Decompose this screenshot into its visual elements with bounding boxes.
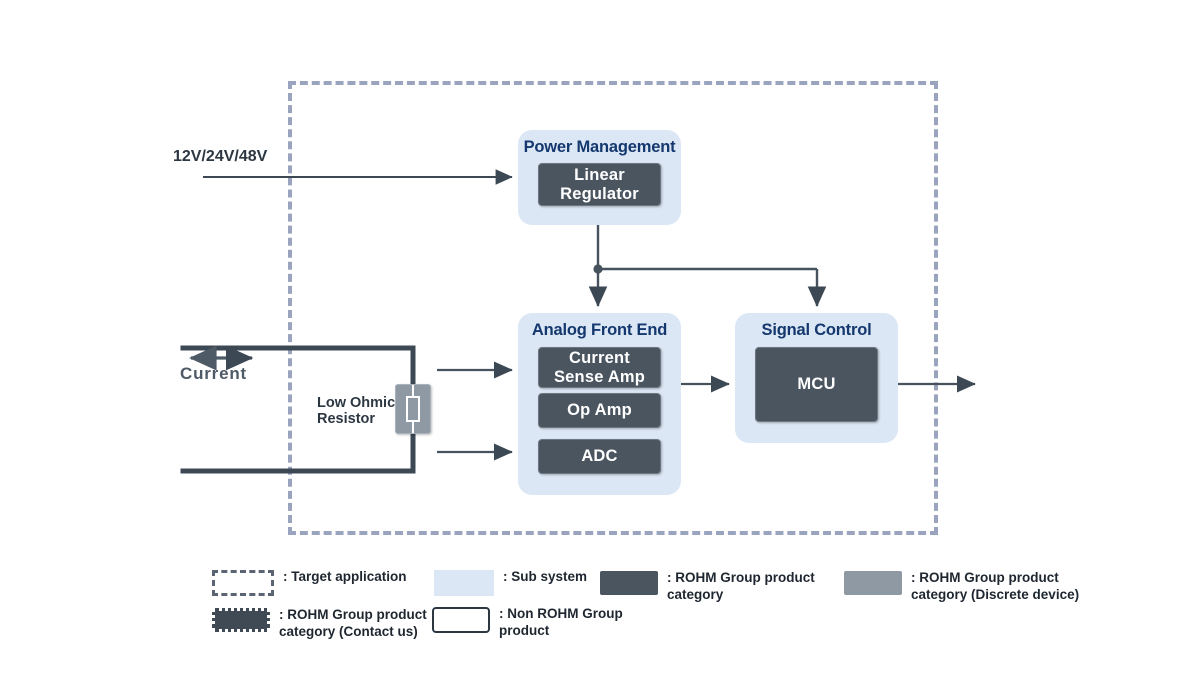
legend-label-rohm-product-category: : ROHM Group product category (667, 570, 815, 602)
legend-swatch-rohm-product-category (600, 571, 658, 595)
legend-label-non-rohm-product: : Non ROHM Group product (499, 606, 623, 638)
subsystem-title-signal-control: Signal Control (761, 321, 872, 339)
legend-item-sub-system: : Sub system (434, 568, 587, 596)
chip-adc[interactable]: ADC (538, 439, 661, 474)
legend-swatch-sub-system (434, 570, 494, 596)
legend-swatch-target-application (212, 570, 274, 596)
chip-op-amp[interactable]: Op Amp (538, 393, 661, 428)
legend-label-rohm-product-contact: : ROHM Group product category (Contact u… (279, 607, 427, 639)
legend-item-target-application: : Target application (212, 568, 407, 596)
legend-item-rohm-product-discrete: : ROHM Group product category (Discrete … (844, 569, 1079, 603)
subsystem-title-power-management: Power Management (523, 138, 676, 156)
legend-swatch-non-rohm-product (432, 607, 490, 633)
legend-item-non-rohm-product: : Non ROHM Group product (432, 605, 623, 639)
current-label: Current (180, 364, 247, 383)
chip-mcu[interactable]: MCU (755, 347, 878, 422)
target-application-boundary (288, 81, 938, 535)
legend-label-sub-system: : Sub system (503, 569, 588, 584)
chip-current-sense-amp[interactable]: Current Sense Amp (538, 347, 661, 388)
legend-item-rohm-product-contact: : ROHM Group product category (Contact u… (212, 606, 427, 640)
legend-item-rohm-product-category: : ROHM Group product category (600, 569, 815, 603)
legend-label-rohm-product-discrete: : ROHM Group product category (Discrete … (911, 570, 1080, 602)
low-ohmic-resistor-label: Low Ohmic Resistor (317, 395, 396, 427)
legend-swatch-rohm-product-discrete (844, 571, 902, 595)
legend-swatch-rohm-product-contact (212, 608, 270, 632)
legend-label-target-application: : Target application (283, 569, 407, 584)
subsystem-title-analog-front-end: Analog Front End (531, 321, 668, 339)
resistor-glyph (406, 385, 420, 433)
supply-voltage-label: 12V/24V/48V (173, 148, 268, 165)
chip-linear-regulator[interactable]: Linear Regulator (538, 163, 661, 206)
low-ohmic-resistor-symbol[interactable] (395, 384, 431, 434)
